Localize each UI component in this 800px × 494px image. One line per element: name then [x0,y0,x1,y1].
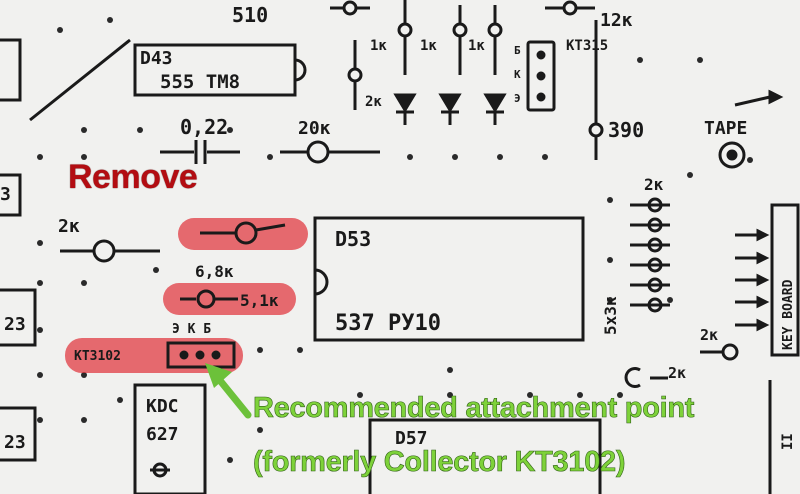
label-51k: 5,1к [240,291,279,310]
label-d57: D57 [395,428,428,449]
cap-and-20k [160,140,380,164]
label-d53: D53 [335,227,371,251]
attachment-annotation-line1: Recommended attachment point [253,392,695,425]
label-edge-23a: 23 [4,314,26,335]
chip-d53 [313,216,585,342]
label-kt3102: КТ3102 [74,349,121,364]
label-key-board: KEY BOARD [781,279,796,350]
label-12k: 12к [600,10,633,31]
top-cluster [330,0,604,160]
label-d43: D43 [140,48,173,69]
label-68k: 6,8к [195,262,234,281]
label-510: 510 [232,3,268,27]
label-c022: 0,22 [180,115,228,139]
label-edge-3: 3 [0,184,11,205]
chip-d43 [133,43,307,97]
label-pins-ekb: Э К Б [172,322,211,337]
label-d53-type: 537 РУ10 [335,311,441,336]
label-1k-c: 1к [468,38,485,54]
label-pin-e: Э [514,92,521,105]
label-kdc: KDC [146,396,179,417]
ink-labels: 510 12к 1к 1к 1к КТ315 Б К Э D43 555 ТМ8… [0,3,796,453]
label-pin-b: Б [514,44,521,57]
remove-annotation: Remove [68,158,198,196]
label-5x3k: 5х3к [601,296,620,335]
label-2k-left: 2к [58,216,80,237]
label-kt315: КТ315 [566,38,608,54]
resistor-2k-left [60,239,160,263]
highlight-kt3102 [65,338,243,373]
chip-d57 [368,418,602,494]
label-2k-right: 2к [644,175,664,194]
label-390: 390 [608,118,644,142]
label-2k-diode: 2к [365,94,382,110]
chip-kdc [133,383,207,494]
label-d43-type: 555 ТМ8 [160,71,240,93]
label-edge-23b: 23 [4,432,26,453]
label-pin-k: К [514,68,521,81]
label-tape: TAPE [704,118,747,139]
label-1k-a: 1к [370,38,387,54]
resistor-ladder [624,197,800,388]
left-edge-components [0,38,131,462]
label-kdc-num: 627 [146,424,179,445]
attachment-arrow [205,363,252,419]
label-edge-ii: II [780,433,796,450]
board-dots [37,17,753,463]
label-1k-b: 1к [420,38,437,54]
label-20k: 20к [298,118,331,139]
attachment-annotation-line2: (formerly Collector KT3102) [253,446,626,479]
label-2k-low: 2к [700,326,718,344]
tape-connector [718,89,784,169]
removed-components [166,221,286,369]
label-2k-low2: 2к [668,364,686,382]
